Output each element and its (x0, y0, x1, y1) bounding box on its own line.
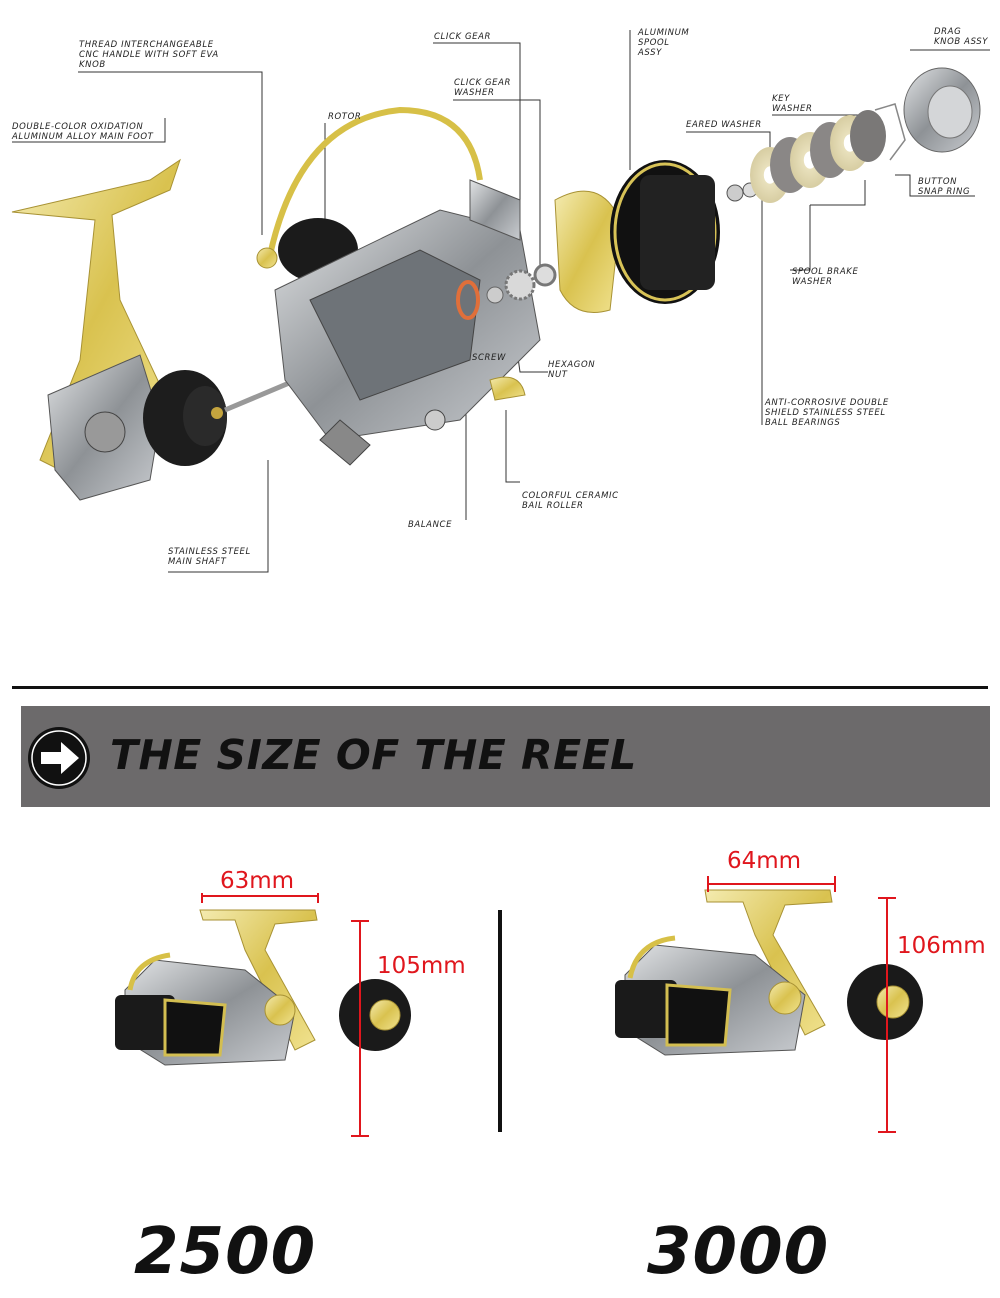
callout-bail-roller: COLORFUL CERAMIC BAIL ROLLER (522, 491, 619, 511)
arrow-right-circle-icon (28, 727, 90, 789)
callout-thread-knob: THREAD INTERCHANGEABLE CNC HANDLE WITH S… (79, 40, 219, 70)
callout-eared-washer: EARED WASHER (686, 120, 762, 130)
callout-main-shaft: STAINLESS STEEL MAIN SHAFT (168, 547, 251, 567)
callout-balance: BALANCE (408, 520, 453, 530)
height-label-2500: 105mm (377, 953, 466, 979)
callout-click-gear: CLICK GEAR (434, 32, 492, 42)
callout-main-foot: DOUBLE-COLOR OXIDATION ALUMINUM ALLOY MA… (12, 122, 154, 142)
callout-key-washer: KEY WASHER (772, 94, 813, 114)
callout-spool-brake-washer: SPOOL BRAKE WASHER (792, 267, 859, 287)
banner-title: THE SIZE OF THE REEL (110, 731, 637, 779)
section-banner (21, 706, 990, 807)
reel-2500-image (115, 909, 411, 1066)
height-label-3000: 106mm (897, 933, 986, 959)
dimension-lines-2500 (201, 893, 369, 1137)
section-divider (12, 686, 988, 689)
column-divider (498, 910, 502, 1132)
callout-aluminum-spool: ALUMINUM SPOOL ASSY (638, 28, 690, 58)
exploded-reel-diagram (11, 30, 990, 573)
callout-rotor: ROTOR (328, 112, 362, 122)
callout-hexagon-nut: HEXAGON NUT (548, 360, 596, 380)
callout-screw: SCREW (472, 353, 507, 363)
dimension-lines-3000 (707, 876, 896, 1133)
callout-drag-knob: DRAG KNOB ASSY (934, 27, 989, 47)
width-label-3000: 64mm (727, 848, 802, 874)
reel-3000-image (615, 889, 923, 1056)
model-label-3000: 3000 (647, 1215, 830, 1289)
callout-button-snap-ring: BUTTON SNAP RING (918, 177, 971, 197)
callout-ball-bearings: ANTI-CORROSIVE DOUBLE SHIELD STAINLESS S… (765, 398, 889, 428)
width-label-2500: 63mm (220, 868, 295, 894)
callout-click-gear-washer: CLICK GEAR WASHER (454, 78, 512, 98)
model-label-2500: 2500 (134, 1215, 317, 1289)
